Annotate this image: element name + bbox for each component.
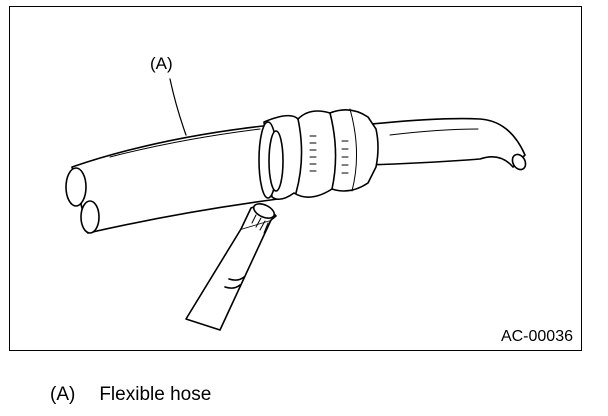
- legend-label: Flexible hose: [99, 384, 212, 405]
- flexible-hose-illustration: [65, 78, 527, 331]
- callout-label: (A): [150, 54, 173, 73]
- hose-tool: [185, 203, 277, 331]
- callout-leader: [169, 78, 187, 136]
- figure-code: AC-00036: [500, 328, 573, 345]
- figure-frame: (A) AC-00036: [9, 6, 582, 351]
- legend-key: (A): [50, 384, 76, 405]
- hose-connector: [258, 108, 379, 201]
- legend: (A) Flexible hose: [50, 384, 211, 406]
- flexible-hose-right: [361, 117, 527, 171]
